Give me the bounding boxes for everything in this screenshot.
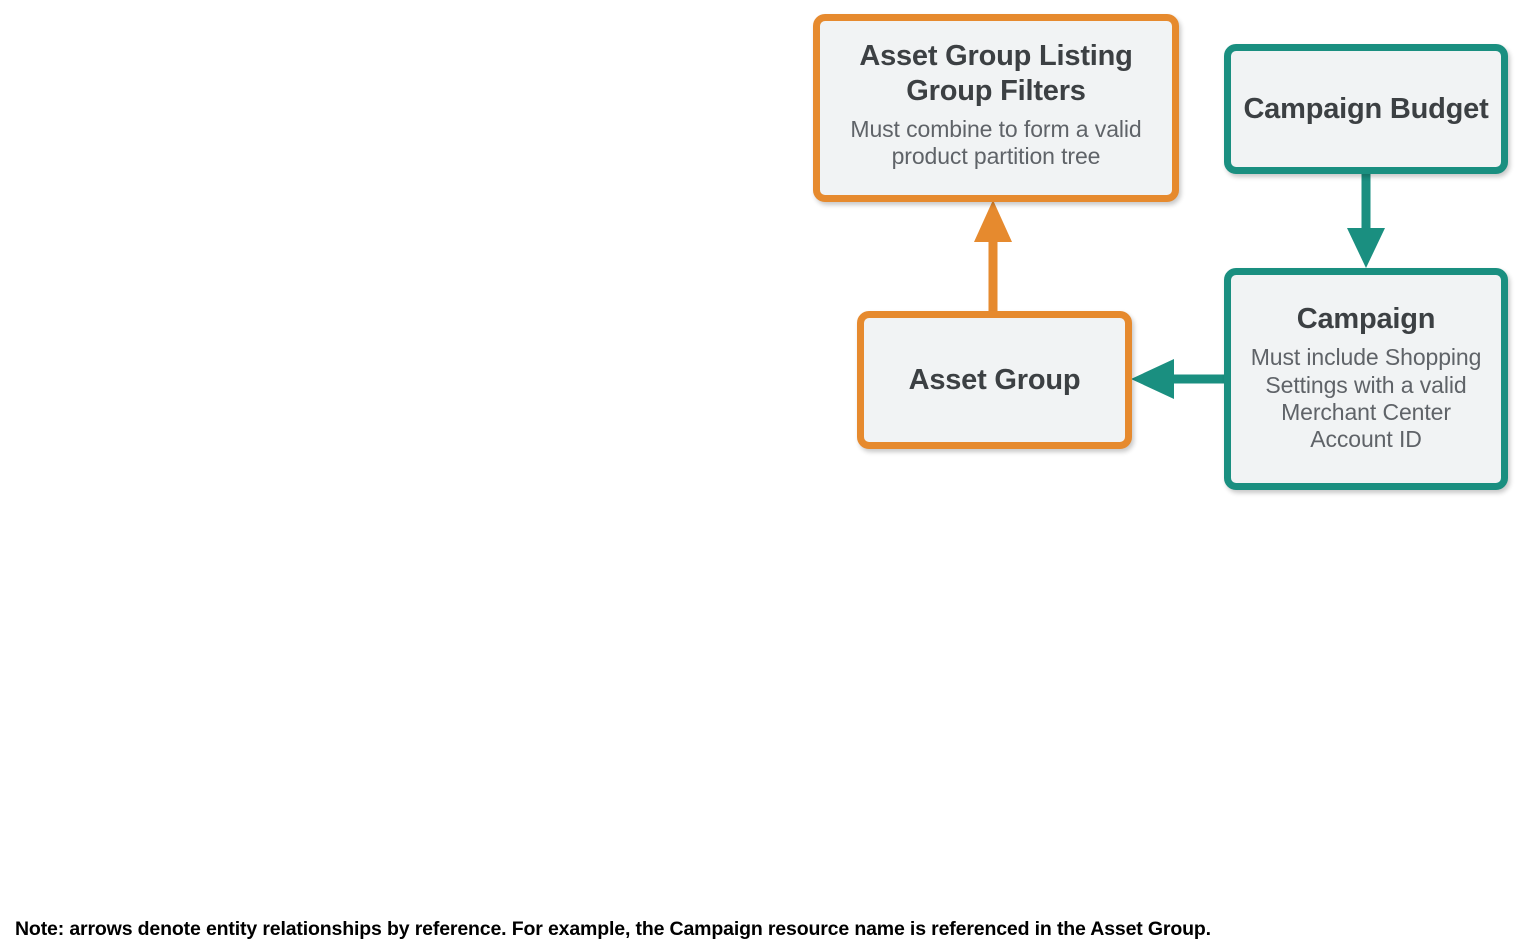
node-title: Asset Group Listing Group Filters xyxy=(859,40,1133,107)
node-subtitle: Must include Shopping Settings with a va… xyxy=(1250,344,1482,453)
node-title: Campaign xyxy=(1296,303,1436,336)
node-subtitle: Must combine to form a valid product par… xyxy=(850,115,1142,170)
diagram-note: Note: arrows denote entity relationships… xyxy=(15,918,1211,940)
node-asset-group[interactable]: Asset Group xyxy=(857,311,1132,449)
edge-campaign-budget-to-campaign xyxy=(1347,174,1385,268)
node-campaign[interactable]: Campaign Must include Shopping Settings … xyxy=(1224,268,1508,490)
node-title: Campaign Budget xyxy=(1243,92,1489,125)
node-title: Asset Group xyxy=(908,363,1081,396)
node-asset-group-listing-group-filters[interactable]: Asset Group Listing Group Filters Must c… xyxy=(813,14,1179,202)
edge-campaign-to-asset-group xyxy=(1131,359,1226,399)
node-campaign-budget[interactable]: Campaign Budget xyxy=(1224,44,1508,174)
edge-asset-group-to-listing-group-filters xyxy=(974,200,1012,311)
